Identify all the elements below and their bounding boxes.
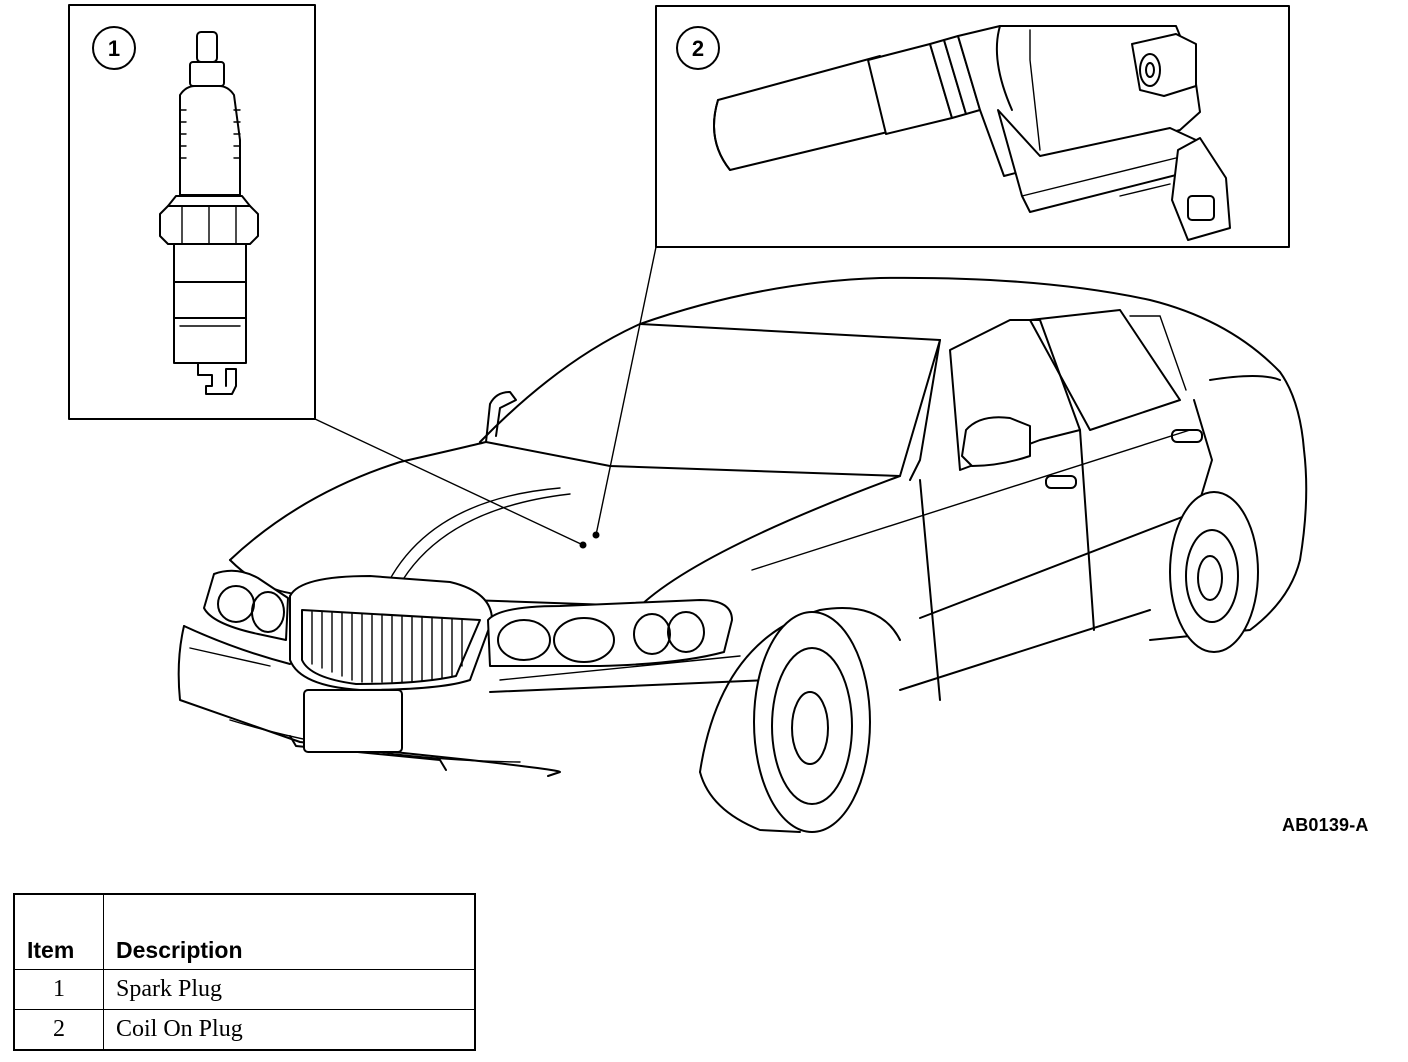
callout-circle-2: [676, 26, 720, 70]
legend-item-description: Spark Plug: [103, 969, 476, 1010]
legend-item-number: 2: [13, 1009, 104, 1051]
coil-on-plug-illustration: [713, 25, 1231, 241]
legend-item-number: 1: [13, 969, 104, 1010]
callout-box-2: 2: [655, 5, 1290, 248]
vehicle-illustration: [177, 276, 1308, 833]
legend-header-row: Item Description: [13, 893, 476, 970]
callout-number-1: 1: [108, 36, 120, 61]
legend-header-description: Description: [103, 893, 476, 970]
callout-box-1: 1: [68, 4, 316, 420]
callout-circle-1: [92, 26, 136, 70]
callout-number-2: 2: [692, 36, 704, 61]
legend-item-description: Coil On Plug: [103, 1009, 476, 1051]
leader-lines: [314, 246, 657, 549]
table-row: 1 Spark Plug: [13, 969, 476, 1010]
table-row: 2 Coil On Plug: [13, 1009, 476, 1051]
component-location-diagram: 1 2: [68, 4, 1308, 833]
legend-header-item: Item: [13, 893, 104, 970]
legend-table: Item Description 1 Spark Plug 2 Coil On …: [13, 893, 476, 1051]
spark-plug-illustration: [159, 31, 259, 395]
figure-id: AB0139-A: [1282, 815, 1369, 835]
